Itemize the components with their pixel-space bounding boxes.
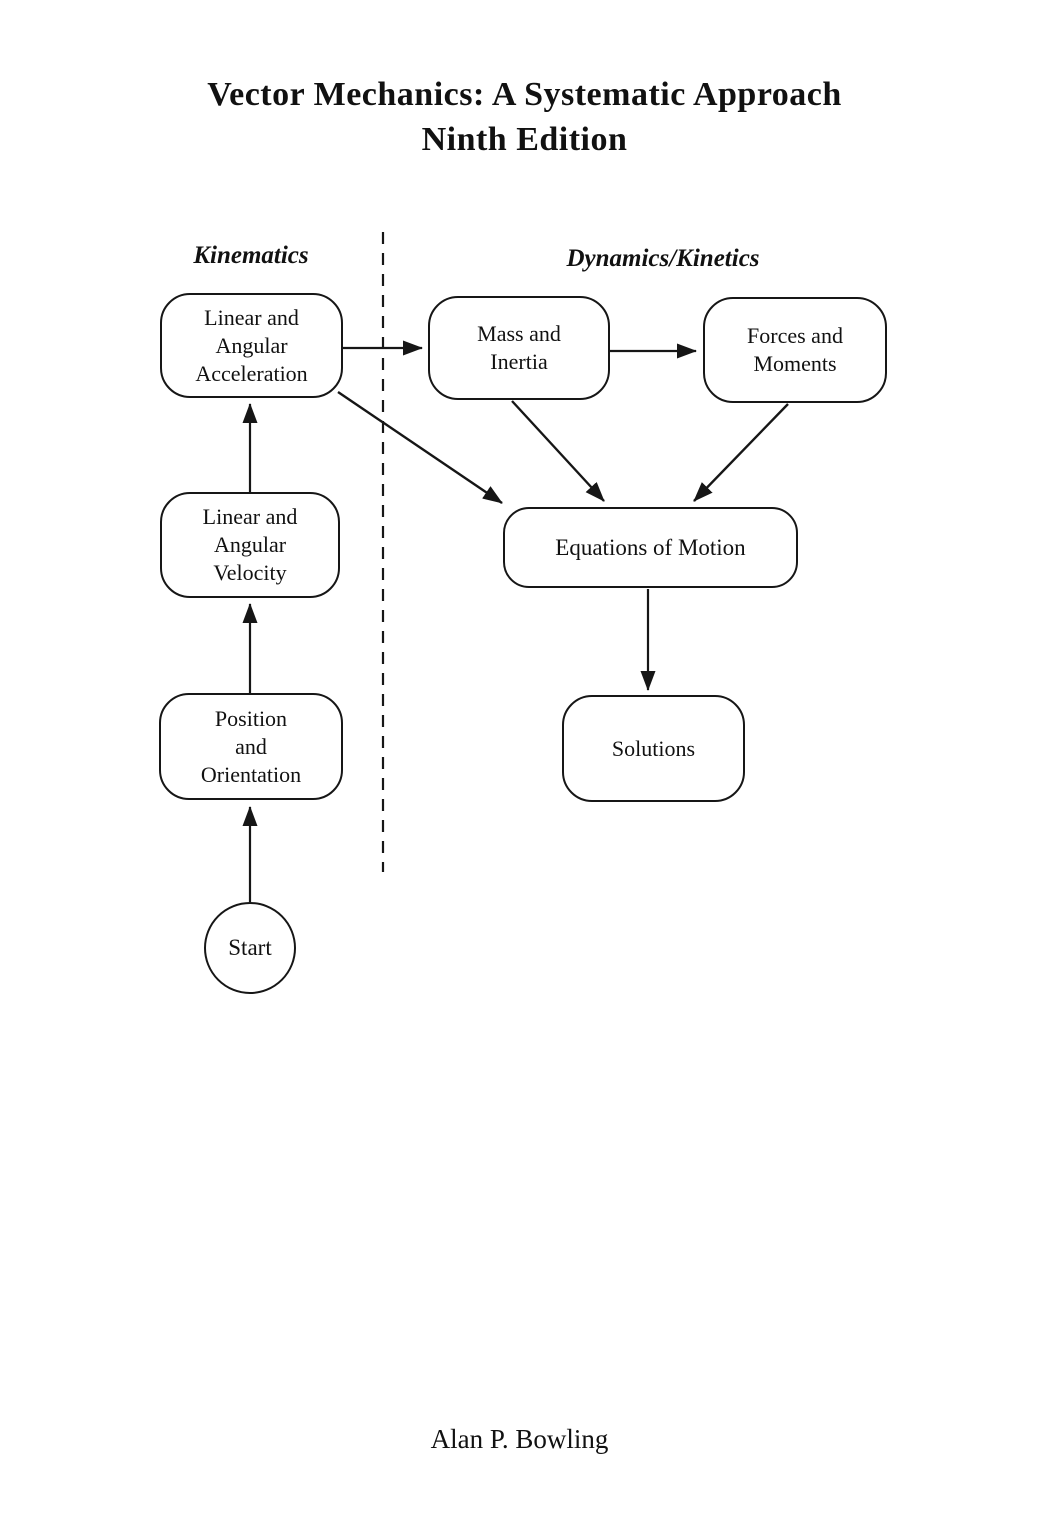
node-label-line: Velocity [213,560,287,585]
node-solutions: Solutions [562,695,745,802]
section-label-kinematics: Kinematics [193,242,309,269]
node-label-line: Angular [215,332,288,358]
node-linear-angular-acceleration: Linear and Angular Acceleration [160,293,343,398]
node-label-line: Inertia [490,349,548,374]
node-label-line: Start [228,935,272,960]
arrow-acceleration-to-equations [337,391,503,504]
title-line-2: Ninth Edition [421,121,628,158]
node-label-line: and [235,733,267,759]
node-label-line: Linear and [202,504,298,529]
node-linear-angular-velocity: Linear and Angular Velocity [160,492,340,598]
node-label-line: Mass and [477,321,561,346]
node-label-line: Angular [213,532,287,557]
node-mass-and-inertia: Mass and Inertia [428,296,610,400]
node-start: Start [204,902,296,994]
node-label-line: Linear and [204,304,299,330]
author-name: Alan P. Bowling [430,1424,609,1454]
node-label-line: Solutions [611,735,696,761]
node-equations-of-motion: Equations of Motion [503,507,798,588]
node-position-and-orientation: Position and Orientation [159,693,343,800]
node-forces-and-moments: Forces and Moments [703,297,887,403]
node-label-line: Moments [753,351,837,376]
section-label-dynamics-kinetics: Dynamics/Kinetics [566,245,760,272]
node-label-line: Orientation [200,761,302,787]
node-label-line: Acceleration [195,360,308,386]
node-label-line: Forces and [747,323,843,348]
node-label-line: Equations of Motion [555,534,746,560]
page-title: Vector Mechanics: A Systematic Approach … [0,78,1049,157]
arrow-mass-to-equations [511,400,605,502]
title-line-1: Vector Mechanics: A Systematic Approach [207,76,842,113]
node-label-line: Position [214,705,288,731]
arrow-forces-to-equations [693,403,789,502]
